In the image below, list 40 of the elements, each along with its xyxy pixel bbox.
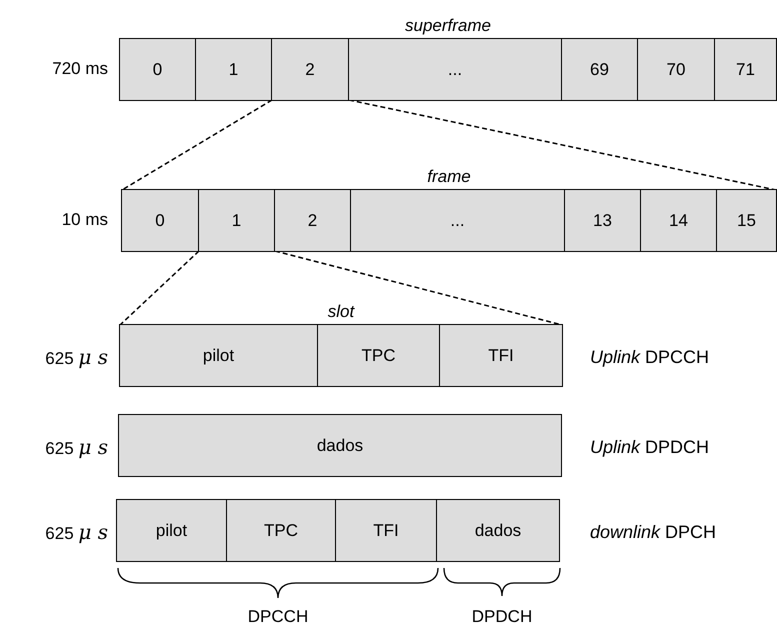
zoom-guide-line (119, 250, 200, 326)
section-heading: slot (326, 301, 356, 323)
field-label: 2 (305, 58, 315, 81)
field-label: ... (448, 58, 462, 81)
field-label: 0 (155, 210, 165, 232)
field-label: TPC (264, 520, 298, 542)
field-label: 2 (308, 210, 318, 232)
field-label: TFI (488, 344, 514, 367)
field-label: TFI (373, 520, 399, 542)
duration-label: 625 μ s (45, 518, 108, 546)
field-label: dados (316, 434, 364, 457)
duration-label: 625 μ s (45, 344, 108, 370)
zoom-guide-line (122, 99, 272, 191)
slot-bar (117, 500, 559, 561)
brace-label: DPDCH (472, 606, 532, 628)
section-heading: frame (426, 166, 472, 188)
frame-bar (119, 415, 561, 476)
field-label: 71 (736, 58, 755, 81)
channel-label: Uplink DPDCH (590, 436, 710, 459)
section-heading: superframe (404, 15, 492, 37)
field-label: pilot (202, 344, 234, 367)
duration-label: 720 ms (52, 58, 108, 80)
duration-label: 10 ms (62, 208, 108, 230)
field-label: 13 (593, 210, 612, 232)
field-label: 15 (737, 210, 756, 232)
field-label: 69 (590, 58, 609, 81)
field-label: pilot (156, 520, 188, 542)
duration-label: 625 μ s (45, 434, 108, 460)
channel-label: downlink DPCH (590, 520, 716, 544)
channel-label: Uplink DPCCH (590, 346, 710, 369)
field-label: 1 (228, 58, 238, 81)
field-label: TPC (362, 344, 396, 367)
field-label: 14 (669, 210, 688, 232)
brace-label: DPCCH (248, 606, 308, 628)
field-label: 0 (152, 58, 162, 81)
field-label: dados (474, 520, 522, 542)
field-label: 70 (666, 58, 686, 81)
field-label: 1 (232, 210, 242, 232)
field-label: ... (450, 210, 465, 232)
zoom-guide-line (348, 99, 776, 191)
